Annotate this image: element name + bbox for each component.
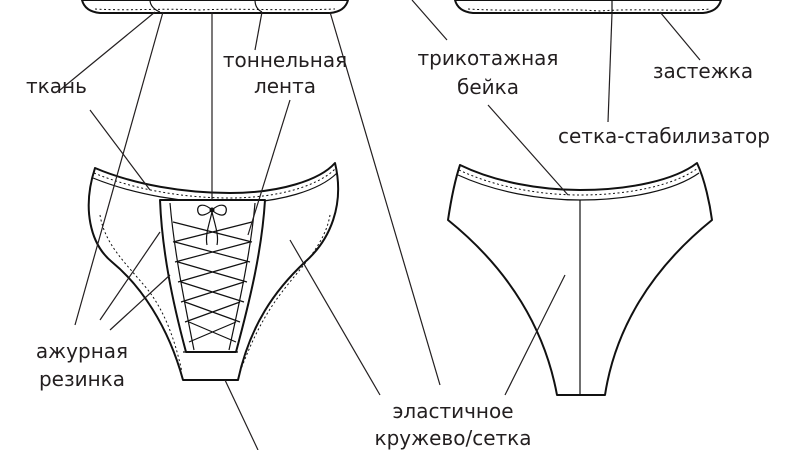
label-stabilizer-mesh: сетка-стабилизатор (558, 124, 770, 148)
label-tunnel-tape-line2: лента (254, 74, 316, 98)
top-left-bra-partial (81, 0, 349, 14)
label-fabric: ткань (26, 74, 87, 98)
label-clasp: застежка (653, 59, 753, 83)
right-brief (447, 162, 713, 396)
label-openwork-elastic-line2: резинка (39, 367, 125, 391)
label-knit-binding-line1: трикотажная (418, 46, 559, 70)
bow-icon (197, 204, 227, 246)
lacing-cross (172, 221, 253, 343)
label-openwork-elastic-line1: ажурная (36, 339, 128, 363)
left-brief (87, 162, 340, 381)
label-elastic-lace-line1: эластичное (392, 399, 513, 423)
leader-lines (59, 0, 701, 450)
label-elastic-lace-line2: кружево/сетка (375, 426, 532, 450)
top-right-bra-partial (454, 0, 722, 14)
label-tunnel-tape-line1: тоннельная (223, 48, 347, 72)
label-knit-binding-line2: бейка (457, 75, 519, 99)
